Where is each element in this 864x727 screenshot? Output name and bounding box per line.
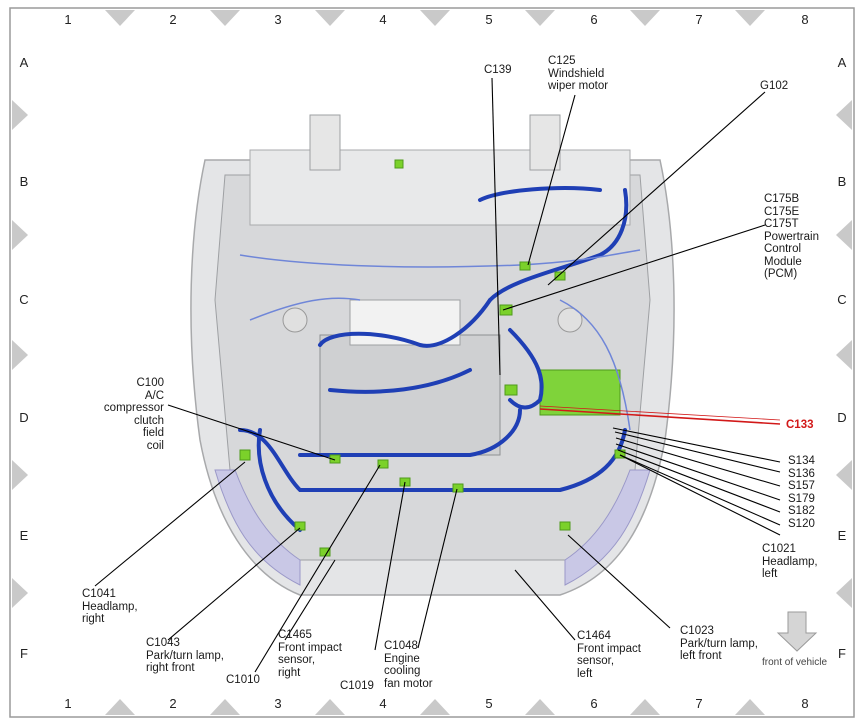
grid-row-e: E [19, 528, 29, 543]
grid-row-c: C [19, 292, 29, 307]
label-c100: C100 A/C compressor clutch field coil [103, 377, 164, 452]
wiring-harness [238, 186, 629, 532]
label-c1464: C1464 Front impact sensor, left [577, 630, 641, 680]
label-c175-pcm: C175B C175E C175T Powertrain Control Mod… [764, 193, 819, 280]
grid-col-3: 3 [274, 12, 282, 27]
grid-markers-bottom [105, 699, 765, 715]
grid-col-5: 5 [485, 12, 493, 27]
label-c1019: C1019 [340, 680, 374, 692]
grid-col-6-bottom: 6 [590, 696, 598, 711]
c133-highlight-lines [539, 405, 781, 425]
front-arrow-icon [776, 611, 818, 652]
label-g102: G102 [760, 80, 789, 92]
label-splices: S134 S136 S157 S179 S182 S120 [788, 455, 815, 530]
label-c133: C133 [786, 419, 814, 431]
label-c125: C125 Windshield wiper motor [548, 55, 609, 92]
grid-row-a-right: A [837, 55, 847, 70]
grid-row-a: A [19, 55, 29, 70]
label-c139: C139 [484, 64, 512, 76]
grid-row-d: D [19, 410, 29, 425]
thin-wires [239, 249, 641, 431]
grid-row-d-right: D [837, 410, 847, 425]
grid-row-f-right: F [838, 646, 846, 661]
label-c1041: C1041 Headlamp, right [82, 588, 138, 625]
grid-col-5-bottom: 5 [485, 696, 493, 711]
grid-row-e-right: E [837, 528, 847, 543]
grid-col-1-bottom: 1 [64, 696, 72, 711]
grid-col-4: 4 [379, 12, 387, 27]
grid-col-6: 6 [590, 12, 598, 27]
grid-row-b-right: B [837, 174, 847, 189]
connectors [239, 159, 626, 557]
grid-row-c-right: C [837, 292, 847, 307]
pcm-fuse-box [539, 369, 621, 416]
grid-col-4-bottom: 4 [379, 696, 387, 711]
label-c1010: C1010 [226, 674, 260, 686]
label-c1465: C1465 Front impact sensor, right [278, 629, 342, 679]
grid-col-7: 7 [695, 12, 703, 27]
label-c1048: C1048 Engine cooling fan motor [384, 640, 433, 690]
grid-col-2-bottom: 2 [169, 696, 177, 711]
grid-col-8: 8 [801, 12, 809, 27]
label-front-of-vehicle: front of vehicle [762, 657, 828, 668]
vehicle-front-body [190, 114, 675, 596]
label-c1043: C1043 Park/turn lamp, right front [146, 637, 224, 674]
grid-row-b: B [19, 174, 29, 189]
grid-col-1: 1 [64, 12, 72, 27]
grid-col-8-bottom: 8 [801, 696, 809, 711]
label-c1021: C1021 Headlamp, left [762, 543, 818, 580]
label-c1023: C1023 Park/turn lamp, left front [680, 625, 758, 662]
grid-col-7-bottom: 7 [695, 696, 703, 711]
grid-markers-top [105, 10, 765, 26]
grid-row-f: F [20, 646, 28, 661]
diagram-border [9, 7, 855, 718]
grid-col-2: 2 [169, 12, 177, 27]
grid-markers-right [836, 100, 852, 608]
grid-markers-left [12, 100, 28, 608]
grid-col-3-bottom: 3 [274, 696, 282, 711]
leader-lines [94, 77, 781, 673]
